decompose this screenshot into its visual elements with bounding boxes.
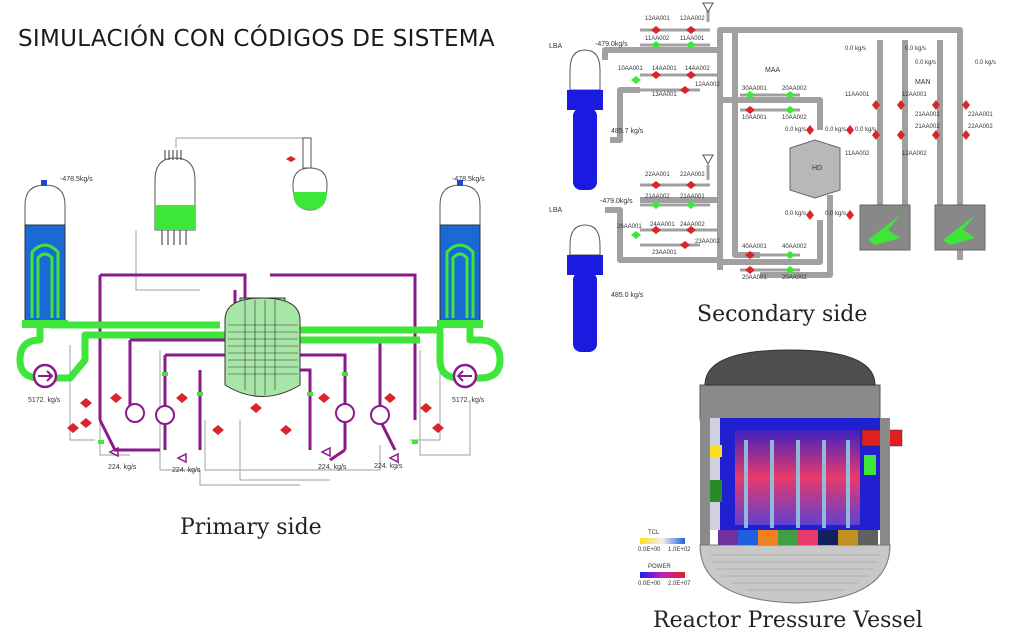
loop-flow-3: 224. kg/s	[318, 464, 347, 471]
legend-power-max: 2.0E+07	[668, 581, 691, 587]
sec-flow-3: 0.0 kg/s	[915, 60, 936, 66]
flow-right-label: -478.5kg/s	[452, 176, 485, 183]
legend-tcl-min: 0.0E+00	[638, 547, 661, 553]
valve-label: 10AA001	[618, 66, 643, 72]
condenser-2	[934, 204, 986, 251]
valve-label: 11AA002	[645, 36, 670, 42]
valve-label: 20AA001	[742, 275, 767, 281]
valve-label: 24AA002	[680, 222, 705, 228]
valve-label: 13AA001	[652, 92, 677, 98]
relief-tank	[286, 137, 328, 211]
valve-label: 30AA001	[742, 86, 767, 92]
sec-flow-8: 0.0 kg/s	[825, 211, 846, 217]
loop-flow-4: 224. kg/s	[374, 463, 403, 470]
valve-label: 12AA002	[902, 151, 927, 157]
valve-label: 23AA002	[695, 239, 720, 245]
valve-label: 40AA002	[782, 244, 807, 250]
page-heading: SIMULACIÓN CON CÓDIGOS DE SISTEMA	[18, 26, 495, 52]
primary-side-caption: Primary side	[180, 515, 322, 540]
secondary-sg-bottom	[567, 224, 603, 352]
valve-label: 22AA001	[645, 172, 670, 178]
level-top-label: 485.7 kg/s	[611, 128, 644, 135]
valve-label: 10AA001	[742, 115, 767, 121]
legend-power-label: POWER	[648, 564, 671, 570]
valve-label: 11AA001	[845, 92, 870, 98]
loop-flow-2: 224. kg/s	[172, 467, 201, 474]
valve-label: 12AA001	[902, 92, 927, 98]
pump-left-flow: 5172. kg/s	[28, 397, 61, 404]
reactor-vessel-primary	[224, 297, 301, 397]
valve-label: 21AA001	[915, 112, 940, 118]
rpv-caption: Reactor Pressure Vessel	[653, 608, 923, 633]
reactor-pressure-vessel: TCL 0.0E+00 1.0E+02 POWER 0.0E+00 2.0E+0…	[638, 349, 903, 604]
primary-side-diagram: -478.5kg/s -478.5kg/s 5172. kg/s 5172. k…	[16, 137, 504, 486]
sec-flow-9: 0.0 kg/s	[855, 127, 876, 133]
valve-label: 21AA002	[915, 124, 940, 130]
sec-flow-7: 0.0 kg/s	[785, 211, 806, 217]
legend-tcl-label: TCL	[648, 530, 660, 536]
legend-tcl-max: 1.0E+02	[668, 547, 691, 553]
pressurizer	[154, 150, 196, 245]
valve-label: 10AA002	[782, 115, 807, 121]
man-label: MAN	[915, 79, 931, 86]
flow-top-label: -479.0kg/s	[595, 41, 628, 48]
turbine-hd: HD	[789, 139, 841, 199]
secondary-side-caption: Secondary side	[697, 302, 868, 327]
sec-flow-6: 0.0 kg/s	[825, 127, 846, 133]
valve-label: 26AA001	[617, 224, 642, 230]
vent-top-icon	[702, 2, 714, 14]
steam-generator-left	[22, 180, 68, 328]
sec-flow-5: 0.0 kg/s	[785, 127, 806, 133]
valve-label: 11AA002	[845, 151, 870, 157]
valve-label: 12AA001	[645, 16, 670, 22]
valve-label: 21AA001	[680, 194, 705, 200]
valve-label: 21AA002	[645, 194, 670, 200]
hd-label: HD	[812, 165, 822, 172]
steam-generator-right	[437, 180, 483, 328]
sec-flow-2: 0.0 kg/s	[905, 46, 926, 52]
valve-label: 22AA002	[680, 172, 705, 178]
main-pump-right-icon	[452, 363, 478, 389]
flow-left-label: -478.5kg/s	[60, 176, 93, 183]
valve-label: 40AA001	[742, 244, 767, 250]
valve-label: 12AA002	[695, 82, 720, 88]
legend-power-bar	[640, 572, 685, 578]
legend-tcl-bar	[640, 538, 685, 544]
valve-label: 24AA001	[650, 222, 675, 228]
valve-label: 22AA002	[968, 124, 993, 130]
valve-label: 14AA002	[685, 66, 710, 72]
valve-label: 20AA002	[782, 86, 807, 92]
maa-label: MAA	[765, 67, 781, 74]
pump-right-flow: 5172. kg/s	[452, 397, 485, 404]
valve-label: 20AA002	[782, 275, 807, 281]
lba-bottom-label: LBA	[549, 207, 563, 214]
valve-label: 22AA001	[968, 112, 993, 118]
valve-label: 11AA001	[680, 36, 705, 42]
flow-bottom-label: -479.0kg/s	[600, 198, 633, 205]
valve-label: 12AA002	[680, 16, 705, 22]
main-pump-left-icon	[32, 363, 58, 389]
sec-flow-4: 0.0 kg/s	[975, 60, 996, 66]
secondary-sg-top	[567, 49, 603, 190]
loop-flow-1: 224. kg/s	[108, 464, 137, 471]
valve-label: 14AA001	[652, 66, 677, 72]
sec-flow-1: 0.0 kg/s	[845, 46, 866, 52]
legend-power-min: 0.0E+00	[638, 581, 661, 587]
secondary-side-diagram: HD	[549, 2, 996, 352]
condenser-1	[859, 204, 911, 251]
lba-top-label: LBA	[549, 43, 563, 50]
valve-label: 23AA001	[652, 250, 677, 256]
vent-bottom-icon	[702, 154, 714, 166]
level-bottom-label: 485.0 kg/s	[611, 292, 644, 299]
